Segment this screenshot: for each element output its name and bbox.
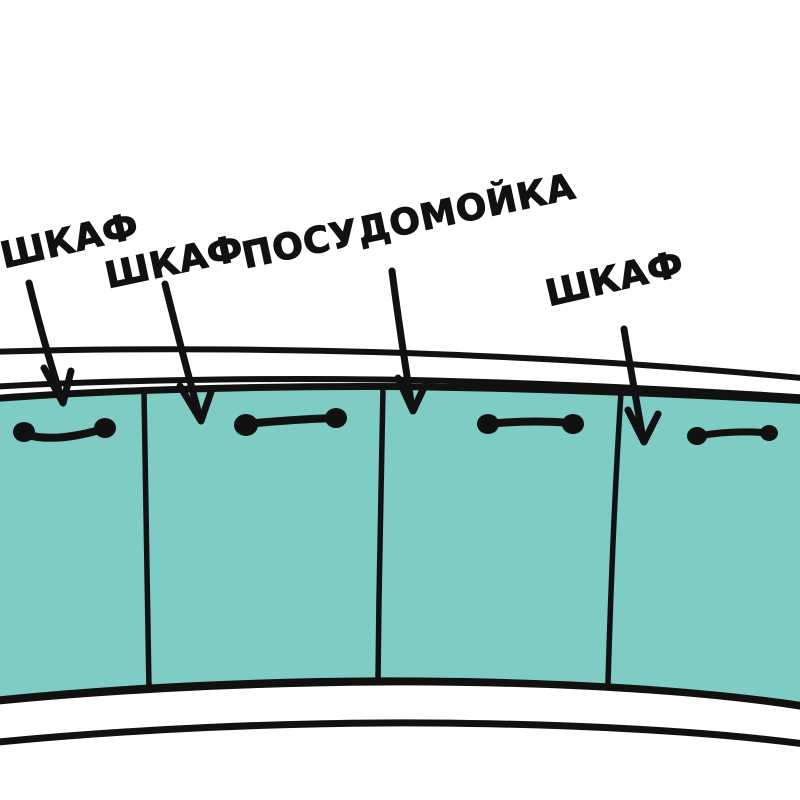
plinth-group bbox=[0, 678, 800, 747]
handle-cabinet-2[interactable] bbox=[234, 408, 347, 436]
cabinet-body-group bbox=[0, 385, 800, 705]
annotation-arrows-group bbox=[25, 267, 662, 446]
cabinet-dividers-group bbox=[141, 385, 624, 691]
countertop-group bbox=[0, 346, 800, 401]
cabinet-body-fill bbox=[0, 385, 800, 705]
arrow-4 bbox=[620, 325, 662, 446]
cabinet-handles-group bbox=[13, 408, 778, 445]
arrow-1 bbox=[25, 279, 75, 407]
handle-cabinet-1[interactable] bbox=[13, 418, 116, 442]
arrow-3 bbox=[388, 267, 431, 415]
arrow-2 bbox=[161, 280, 216, 425]
countertop-upper-edge bbox=[0, 346, 800, 381]
divider-2 bbox=[375, 385, 386, 683]
plinth-upper-edge bbox=[0, 678, 800, 710]
handle-cabinet-4[interactable] bbox=[687, 425, 778, 445]
divider-1 bbox=[141, 389, 152, 691]
countertop-lower-edge bbox=[0, 376, 800, 401]
plinth-lower-edge bbox=[0, 719, 800, 747]
cabinet-door-top-edge bbox=[0, 383, 800, 404]
divider-3 bbox=[605, 389, 624, 686]
handle-cabinet-3[interactable] bbox=[477, 414, 584, 434]
